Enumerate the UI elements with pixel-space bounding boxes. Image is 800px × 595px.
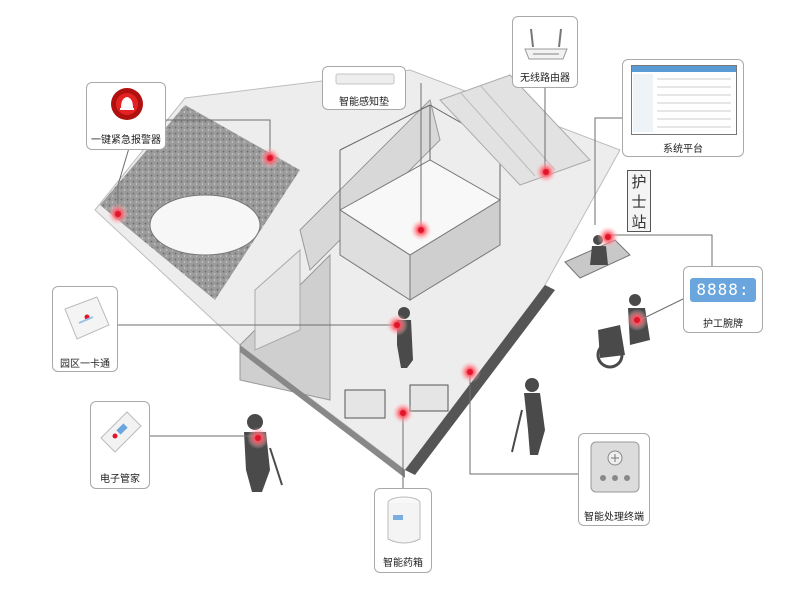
terminal-card: 智能处理终端 [578,433,650,526]
nurse-station-sign: 护 士 站 [627,170,651,232]
emergency-alarm-icon [111,88,143,120]
bracelet-label: 护工腕牌 [703,319,743,330]
router-card: 无线路由器 [512,16,578,88]
park-card-icon [64,296,110,340]
electronic-butler-icon [100,411,142,453]
card-label: 园区一卡通 [60,359,110,370]
processing-terminal-icon [590,441,640,493]
system-platform-screen-icon [631,65,737,135]
butler-card: 电子管家 [90,401,150,489]
alarm-card: 一键紧急报警器 [86,82,166,150]
platform-label: 系统平台 [663,144,703,155]
elderly-figures [244,235,650,492]
butler-label: 电子管家 [100,474,140,485]
router-label: 无线路由器 [520,73,570,84]
nurse-station-char-2: 士 [631,193,647,211]
hotspots [107,147,648,449]
connector-lines [115,83,713,490]
platform-card: 系统平台 [622,59,744,157]
nurse-station-char-1: 护 [631,173,647,191]
sensor-pad-label: 智能感知垫 [339,97,389,108]
wireless-router-icon [524,28,568,60]
medbox-card: 智能药箱 [374,488,432,573]
nurse-station-char-3: 站 [631,213,647,231]
sensor-pad-icon [335,73,395,85]
bracelet-card: 8888: 护工腕牌 [683,266,763,333]
terminal-label: 智能处理终端 [584,512,644,523]
bracelet-lcd-display: 8888: [690,278,756,302]
sensor-pad-card: 智能感知垫 [322,66,406,110]
medbox-label: 智能药箱 [383,558,423,569]
medicine-box-icon [387,496,421,544]
alarm-label: 一键紧急报警器 [91,135,161,146]
card-reader-card: 园区一卡通 [52,286,118,372]
